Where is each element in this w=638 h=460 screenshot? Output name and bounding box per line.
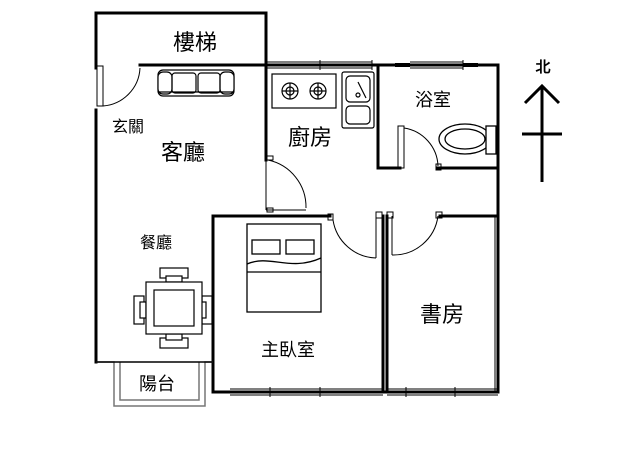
room-label-master-bedroom: 主臥室 [261, 340, 315, 361]
room-label-living-room: 客廳 [161, 141, 205, 166]
room-label-dining-room: 餐廳 [140, 233, 172, 252]
kitchen-door-post [266, 155, 274, 161]
room-label-study: 書房 [420, 303, 464, 328]
walls [94, 11, 500, 394]
sink-icon [341, 71, 375, 129]
sofa-icon [157, 69, 235, 97]
north-arrow-icon [522, 83, 562, 182]
dining-table-icon [133, 267, 213, 349]
north-label: 北 [535, 58, 550, 76]
doors [96, 65, 443, 259]
stove-icon [271, 73, 337, 109]
room-label-balcony: 陽台 [139, 374, 175, 395]
study-door-swing [391, 215, 439, 256]
stairs-wall [94, 11, 268, 162]
entrance-door-swing [102, 67, 141, 107]
room-label-bathroom: 浴室 [415, 90, 451, 111]
room-label-kitchen: 廚房 [288, 126, 332, 151]
kitchen-door-swing [267, 159, 307, 209]
toilet-icon [438, 123, 497, 155]
room-label-entrance: 玄關 [112, 117, 144, 136]
windows [230, 60, 498, 397]
bed-icon [246, 223, 322, 313]
bedroom-door-swing [332, 219, 377, 259]
room-label-stairs: 樓梯 [173, 31, 217, 56]
bath-door-swing [403, 127, 439, 167]
entrance-door-leaf [96, 65, 104, 107]
